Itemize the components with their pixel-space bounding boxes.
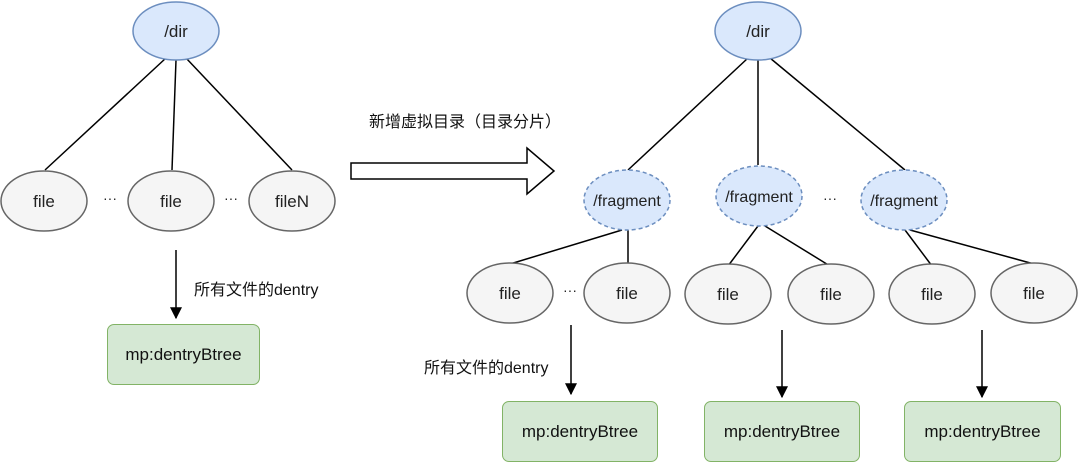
left-dentry-note: 所有文件的dentry: [194, 282, 319, 299]
right-file-label-6: file: [1023, 284, 1045, 303]
right-root-edge-1: [627, 57, 749, 171]
frag2-edge-1: [727, 225, 759, 267]
left-dentry-btree-box[interactable]: mp:dentryBtree: [107, 324, 260, 385]
right-root-node[interactable]: /dir: [714, 1, 802, 61]
right-root-edges: [627, 57, 906, 171]
right-file-label-1: file: [499, 284, 521, 303]
right-dentry-btree-box-1[interactable]: mp:dentryBtree: [502, 401, 658, 462]
fragment-node-3[interactable]: /fragment: [860, 169, 948, 231]
left-file-node-1[interactable]: file: [0, 170, 88, 232]
frag2-edge-2: [764, 225, 831, 267]
frag3-edge-2: [909, 229, 1035, 265]
left-edges: [44, 57, 293, 171]
transition-label: 新增虚拟目录（目录分片）: [369, 114, 562, 131]
right-file-node-2[interactable]: file: [583, 262, 671, 324]
fragment-label-1: /fragment: [593, 193, 661, 210]
right-file-label-5: file: [921, 285, 943, 304]
right-dentry-btree-box-2[interactable]: mp:dentryBtree: [704, 401, 860, 462]
fragment-ellipsis: ···: [823, 190, 837, 206]
right-file-ellipsis: ···: [563, 282, 577, 298]
right-root-edge-3: [769, 57, 906, 171]
left-ellipsis-1: ···: [103, 190, 117, 206]
fragment-label-2: /fragment: [725, 189, 793, 206]
right-file-label-3: file: [717, 285, 739, 304]
fragment-label-3: /fragment: [870, 193, 938, 210]
fragment-edges: [509, 225, 1035, 267]
right-file-node-3[interactable]: file: [684, 263, 772, 325]
right-file-node-6[interactable]: file: [990, 262, 1078, 324]
left-file-node-2[interactable]: file: [127, 170, 215, 232]
right-root-label: /dir: [746, 22, 770, 41]
left-root-node[interactable]: /dir: [132, 1, 220, 61]
right-file-node-4[interactable]: file: [787, 263, 875, 325]
right-dentry-note: 所有文件的dentry: [424, 360, 549, 377]
left-file-label-1: file: [33, 192, 55, 211]
left-root-label: /dir: [164, 22, 188, 41]
frag1-edge-1: [509, 229, 623, 265]
fragment-node-2[interactable]: /fragment: [715, 165, 803, 227]
transition-arrow: [350, 146, 556, 196]
left-ellipsis-2: ···: [224, 190, 238, 206]
left-edge-2: [171, 59, 177, 171]
left-file-label-2: file: [160, 192, 182, 211]
left-edge-1: [44, 57, 167, 171]
right-file-label-4: file: [820, 285, 842, 304]
fragment-node-1[interactable]: /fragment: [583, 169, 671, 231]
right-file-node-1[interactable]: file: [466, 262, 554, 324]
left-file-label-n: fileN: [275, 192, 309, 211]
right-dentry-btree-box-3[interactable]: mp:dentryBtree: [904, 401, 1061, 462]
left-edge-3: [185, 57, 293, 171]
left-file-node-n[interactable]: fileN: [248, 170, 336, 232]
right-file-label-2: file: [616, 284, 638, 303]
right-file-node-5[interactable]: file: [888, 263, 976, 325]
frag3-edge-1: [904, 229, 933, 267]
